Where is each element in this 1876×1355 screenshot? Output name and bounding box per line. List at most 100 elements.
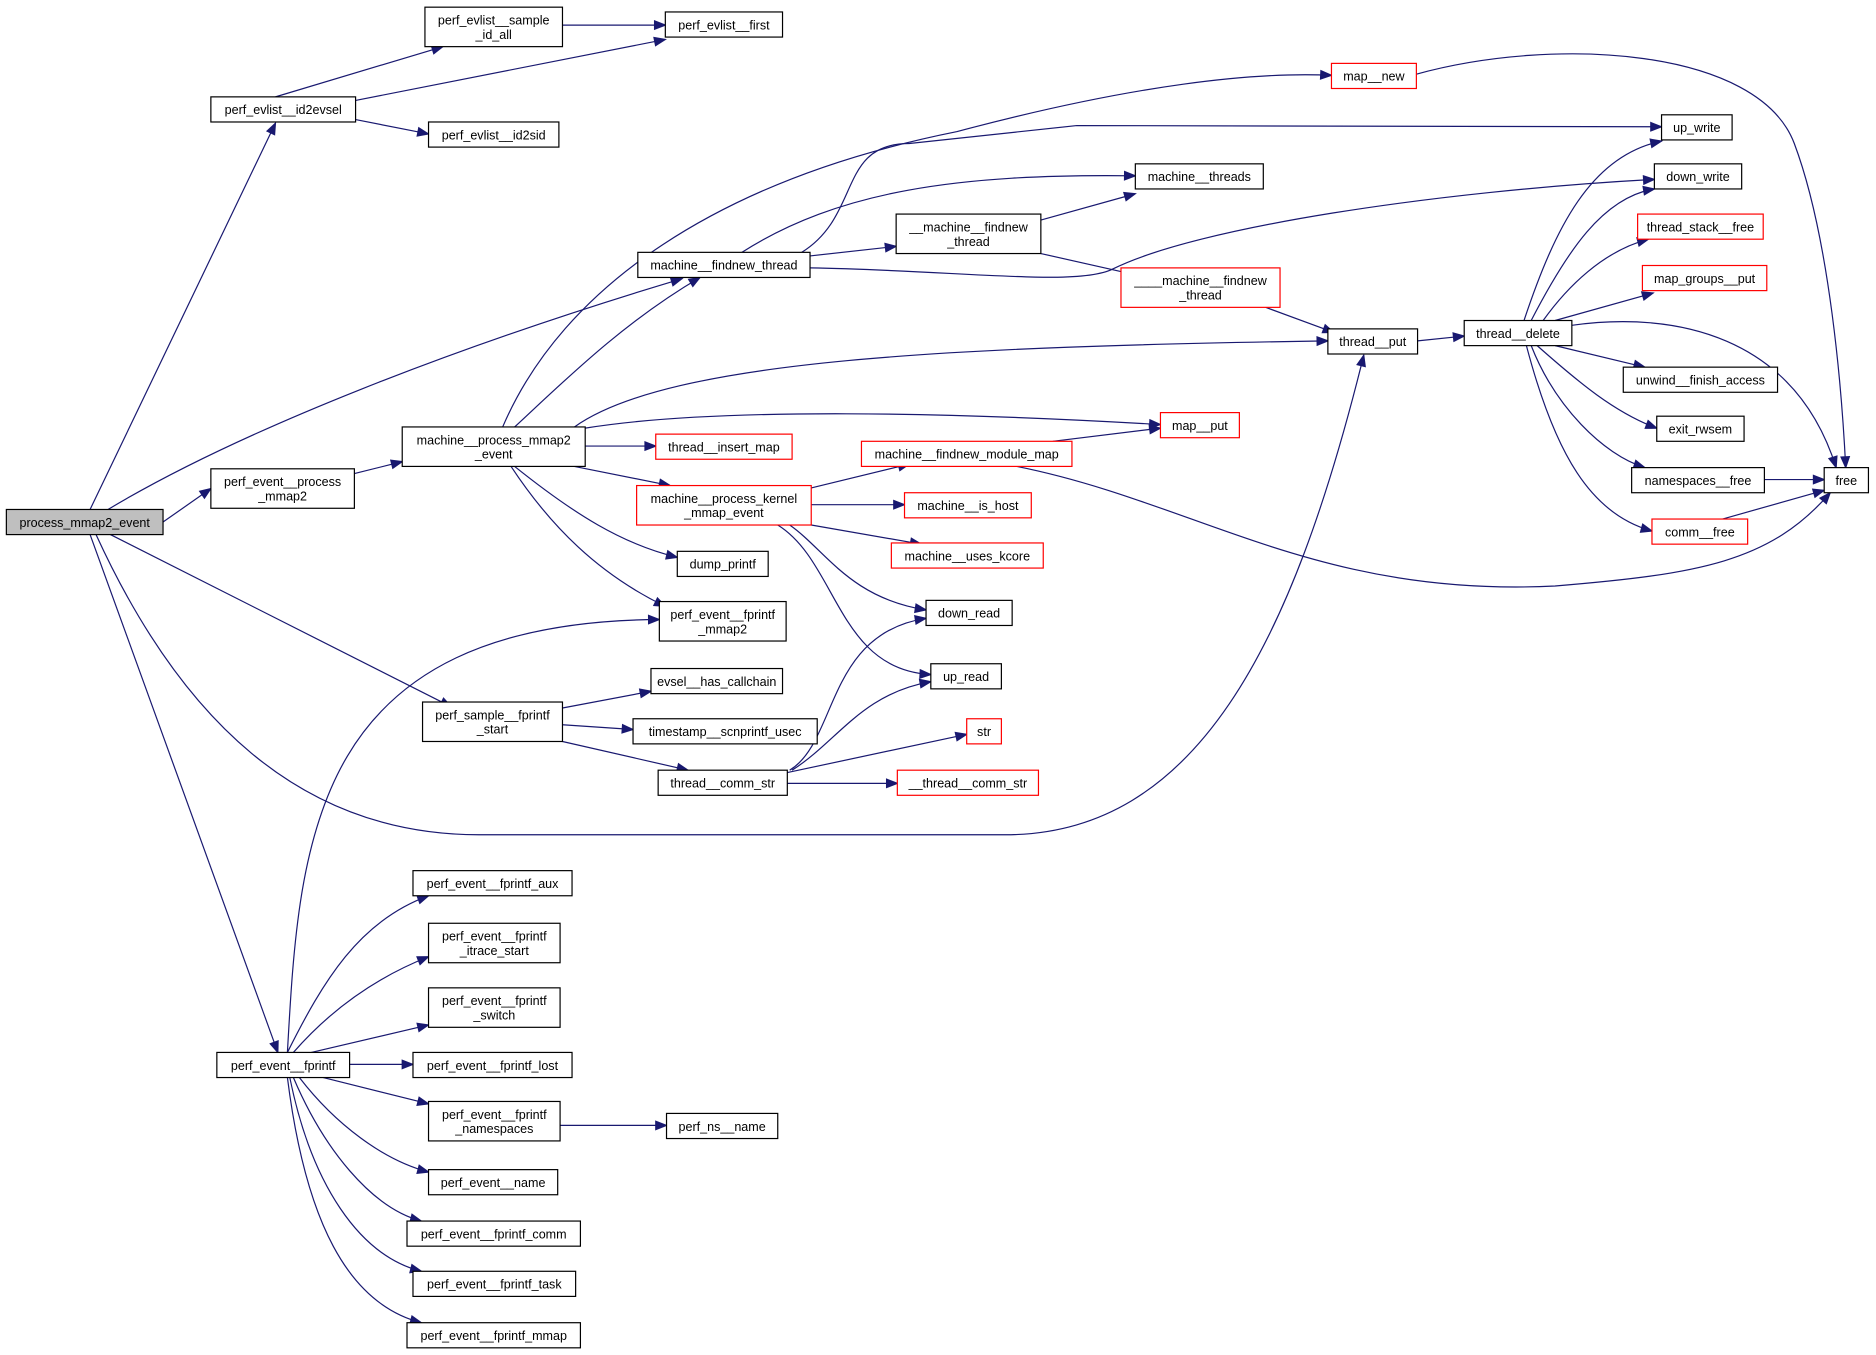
node-box[interactable] — [427, 1100, 561, 1142]
node-perf-evlist-id2evsel[interactable]: perf_evlist__id2evsel — [210, 96, 357, 123]
node-box[interactable] — [412, 1270, 577, 1297]
node-box[interactable] — [427, 987, 561, 1028]
node-box[interactable] — [966, 718, 1002, 745]
node-box[interactable] — [632, 718, 818, 745]
node-map-put[interactable]: map__put — [1159, 412, 1240, 439]
node-box[interactable] — [665, 1112, 779, 1140]
node-box[interactable] — [1463, 319, 1573, 347]
node-machine-threads[interactable]: machine__threads — [1134, 163, 1264, 190]
node-thread-comm-str[interactable]: __thread__comm_str — [896, 769, 1040, 796]
node-box[interactable] — [427, 922, 561, 964]
node-box[interactable] — [637, 251, 811, 279]
node-machine-findnew-thread[interactable]: ____machine__findnew_thread — [1120, 267, 1281, 308]
node-box[interactable] — [1651, 518, 1749, 545]
node-machine-findnew-thread[interactable]: __machine__findnew_thread — [895, 213, 1042, 255]
node-box[interactable] — [1653, 163, 1743, 190]
node-exit-rwsem[interactable]: exit_rwsem — [1656, 415, 1745, 442]
node-box[interactable] — [1631, 467, 1765, 494]
node-machine-process-kernel-mmap-event[interactable]: machine__process_kernel_mmap_event — [636, 484, 812, 526]
node-box[interactable] — [1134, 163, 1264, 190]
node-machine-findnew-module-map[interactable]: machine__findnew_module_map — [860, 440, 1073, 468]
node-machine-is-host[interactable]: machine__is_host — [903, 492, 1032, 519]
node-thread-put[interactable]: thread__put — [1327, 328, 1419, 355]
node-perf-event-fprintf-lost[interactable]: perf_event__fprintf_lost — [412, 1051, 573, 1079]
node-box[interactable] — [1120, 267, 1281, 308]
node-box[interactable] — [1656, 415, 1745, 442]
node-perf-event-fprintf-mmap2[interactable]: perf_event__fprintf_mmap2 — [658, 600, 787, 642]
node-box[interactable] — [210, 468, 355, 509]
node-thread-stack-free[interactable]: thread_stack__free — [1637, 213, 1764, 240]
node-down-read[interactable]: down_read — [925, 599, 1013, 627]
node-evsel-has-callchain[interactable]: evsel__has_callchain — [650, 667, 784, 695]
node-box[interactable] — [427, 1169, 559, 1196]
node-box[interactable] — [424, 6, 564, 48]
node-thread-comm-str[interactable]: thread__comm_str — [657, 769, 788, 796]
node-box[interactable] — [1330, 62, 1417, 90]
node-machine-findnew-thread[interactable]: machine__findnew_thread — [637, 251, 811, 279]
node-map-new[interactable]: map__new — [1330, 62, 1417, 90]
node-timestamp-scnprintf-usec[interactable]: timestamp__scnprintf_usec — [632, 718, 818, 745]
node-thread-delete[interactable]: thread__delete — [1463, 319, 1573, 347]
node-box[interactable] — [657, 769, 788, 796]
node-perf-event-fprintf-switch[interactable]: perf_event__fprintf_switch — [427, 987, 561, 1028]
node-perf-event-fprintf-itrace-start[interactable]: perf_event__fprintf_itrace_start — [427, 922, 561, 964]
node-box[interactable] — [1823, 467, 1870, 494]
node-comm-free[interactable]: comm__free — [1651, 518, 1749, 545]
node-perf-event-fprintf[interactable]: perf_event__fprintf — [216, 1051, 351, 1079]
node-up-write[interactable]: up_write — [1660, 114, 1733, 141]
node-box[interactable] — [1327, 328, 1419, 355]
node-perf-sample-fprintf-start[interactable]: perf_sample__fprintf_start — [421, 701, 564, 743]
node-perf-event-fprintf-mmap[interactable]: perf_event__fprintf_mmap — [406, 1322, 582, 1349]
node-box[interactable] — [664, 11, 784, 38]
node-perf-evlist-sample-id-all[interactable]: perf_evlist__sample_id_all — [424, 6, 564, 48]
node-box[interactable] — [636, 484, 812, 526]
node-box[interactable] — [5, 508, 164, 536]
node-perf-event-fprintf-aux[interactable]: perf_event__fprintf_aux — [412, 870, 573, 897]
node-box[interactable] — [658, 600, 787, 642]
node-namespaces-free[interactable]: namespaces__free — [1631, 467, 1765, 494]
node-str[interactable]: str — [966, 718, 1002, 745]
node-box[interactable] — [895, 213, 1042, 255]
node-box[interactable] — [676, 550, 769, 578]
node-perf-evlist-first[interactable]: perf_evlist__first — [664, 11, 784, 38]
node-machine-process-mmap2-event[interactable]: machine__process_mmap2_event — [401, 426, 586, 468]
node-box[interactable] — [1159, 412, 1240, 439]
node-box[interactable] — [1660, 114, 1733, 141]
node-box[interactable] — [406, 1322, 582, 1349]
node-box[interactable] — [421, 701, 564, 743]
node-perf-ns-name[interactable]: perf_ns__name — [665, 1112, 779, 1140]
node-box[interactable] — [412, 1051, 573, 1079]
node-perf-event-name[interactable]: perf_event__name — [427, 1169, 559, 1196]
node-perf-event-fprintf-comm[interactable]: perf_event__fprintf_comm — [406, 1220, 582, 1247]
node-up-read[interactable]: up_read — [930, 663, 1002, 690]
node-box[interactable] — [216, 1051, 351, 1079]
node-process-mmap2-event[interactable]: process_mmap2_event — [5, 508, 164, 536]
node-down-write[interactable]: down_write — [1653, 163, 1743, 190]
node-box[interactable] — [890, 542, 1044, 569]
node-perf-event-process-mmap2[interactable]: perf_event__process_mmap2 — [210, 468, 355, 509]
node-box[interactable] — [925, 599, 1013, 627]
node-box[interactable] — [860, 440, 1073, 468]
node-box[interactable] — [896, 769, 1040, 796]
node-dump-printf[interactable]: dump_printf — [676, 550, 769, 578]
node-free[interactable]: free — [1823, 467, 1870, 494]
node-box[interactable] — [210, 96, 357, 123]
node-machine-uses-kcore[interactable]: machine__uses_kcore — [890, 542, 1044, 569]
node-map-groups-put[interactable]: map_groups__put — [1641, 264, 1768, 292]
node-perf-evlist-id2sid[interactable]: perf_evlist__id2sid — [427, 121, 560, 148]
node-unwind-finish-access[interactable]: unwind__finish_access — [1622, 366, 1779, 393]
node-box[interactable] — [655, 433, 793, 460]
node-thread-insert-map[interactable]: thread__insert_map — [655, 433, 793, 460]
node-box[interactable] — [401, 426, 586, 468]
node-box[interactable] — [1641, 264, 1768, 292]
node-box[interactable] — [427, 121, 560, 148]
node-box[interactable] — [903, 492, 1032, 519]
node-perf-event-fprintf-namespaces[interactable]: perf_event__fprintf_namespaces — [427, 1100, 561, 1142]
node-box[interactable] — [412, 870, 573, 897]
node-perf-event-fprintf-task[interactable]: perf_event__fprintf_task — [412, 1270, 577, 1297]
node-box[interactable] — [650, 667, 784, 695]
node-box[interactable] — [930, 663, 1002, 690]
node-box[interactable] — [1637, 213, 1764, 240]
node-box[interactable] — [1622, 366, 1779, 393]
node-box[interactable] — [406, 1220, 582, 1247]
